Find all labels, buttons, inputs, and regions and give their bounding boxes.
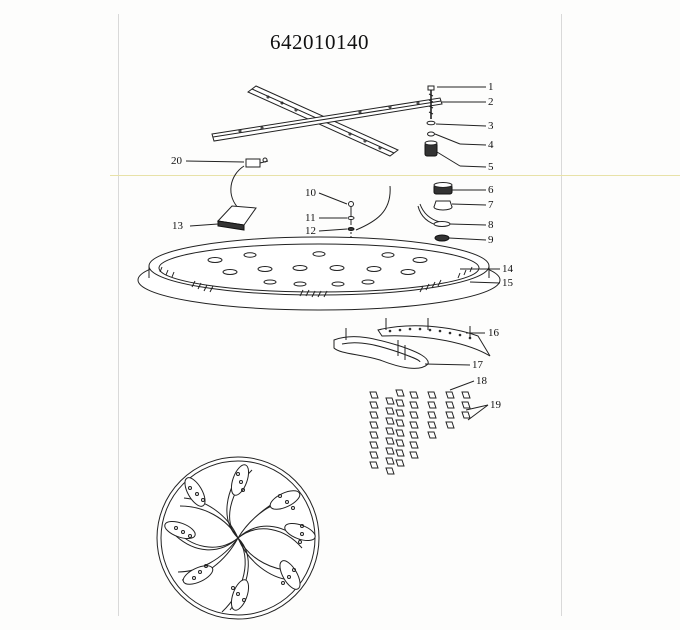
swirl-light-pods xyxy=(164,464,316,611)
cross-mounting-bracket xyxy=(211,85,443,157)
crystal-strand-3 xyxy=(395,389,405,467)
crystal-strand-6 xyxy=(445,391,455,429)
callout-2: 2 xyxy=(488,96,494,108)
callout-8: 8 xyxy=(488,219,494,231)
callout-12: 12 xyxy=(305,225,316,237)
crystal-strands xyxy=(369,389,471,475)
ring-housing xyxy=(137,236,501,311)
bottom-view-swirl xyxy=(156,456,320,620)
crystal-strand-7 xyxy=(461,391,471,419)
scan-fold-line xyxy=(110,175,680,176)
terminal-block xyxy=(230,157,269,211)
callout-6: 6 xyxy=(488,184,494,196)
led-strip-arc xyxy=(377,318,491,357)
callout-20: 20 xyxy=(171,155,182,167)
housing-side-slots xyxy=(159,266,473,298)
crystal-strand-4 xyxy=(409,391,419,459)
callout-4: 4 xyxy=(488,139,494,151)
callout-18: 18 xyxy=(476,375,487,387)
swirl-pod-holes xyxy=(174,472,304,602)
callout-10: 10 xyxy=(305,187,316,199)
callout-19: 19 xyxy=(490,399,501,411)
callout-3: 3 xyxy=(488,120,494,132)
callout-13: 13 xyxy=(172,220,183,232)
callout-9: 9 xyxy=(488,234,494,246)
callout-1: 1 xyxy=(488,81,494,93)
callout-5: 5 xyxy=(488,161,494,173)
sheet-border xyxy=(118,14,562,616)
callout-7: 7 xyxy=(488,199,494,211)
led-driver xyxy=(216,205,257,231)
callout-11: 11 xyxy=(305,212,316,224)
mounting-screw-assembly xyxy=(424,85,438,157)
housing-vent-slots xyxy=(207,251,428,287)
callout-15: 15 xyxy=(502,277,513,289)
callout-16: 16 xyxy=(488,327,499,339)
callout-leaders xyxy=(185,86,501,421)
callout-14: 14 xyxy=(502,263,513,275)
crystal-strand-5 xyxy=(427,391,437,439)
crystal-strand-1 xyxy=(369,391,379,469)
callout-17: 17 xyxy=(472,359,483,371)
model-number: 642010140 xyxy=(270,30,369,54)
crystal-strand-2 xyxy=(385,397,395,475)
canopy-hardware xyxy=(417,182,453,242)
